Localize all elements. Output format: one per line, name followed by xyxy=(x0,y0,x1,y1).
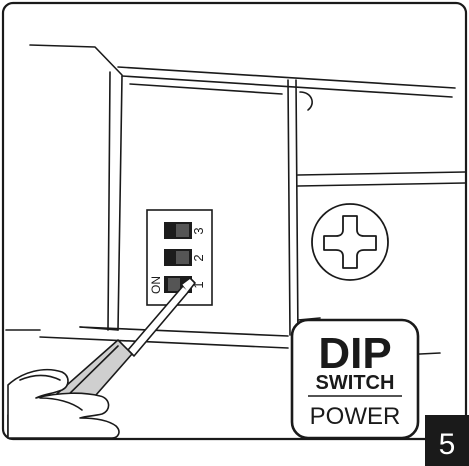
dip-lever-2 xyxy=(176,251,189,264)
dip-lever-3 xyxy=(176,224,189,237)
badge-power-text: POWER xyxy=(310,403,401,430)
badge-switch-text: SWITCH xyxy=(316,372,395,394)
dip-on-label: ON xyxy=(149,276,163,294)
dip-position-2: 2 xyxy=(191,254,206,261)
dip-lever-1 xyxy=(168,278,180,291)
badge-dip-text: DIP xyxy=(318,329,391,378)
dip-position-3: 3 xyxy=(191,227,206,234)
dip-switch-power-badge: DIP SWITCH POWER xyxy=(292,320,418,438)
step-number: 5 xyxy=(439,428,456,461)
step-number-tab: 5 xyxy=(425,415,469,466)
